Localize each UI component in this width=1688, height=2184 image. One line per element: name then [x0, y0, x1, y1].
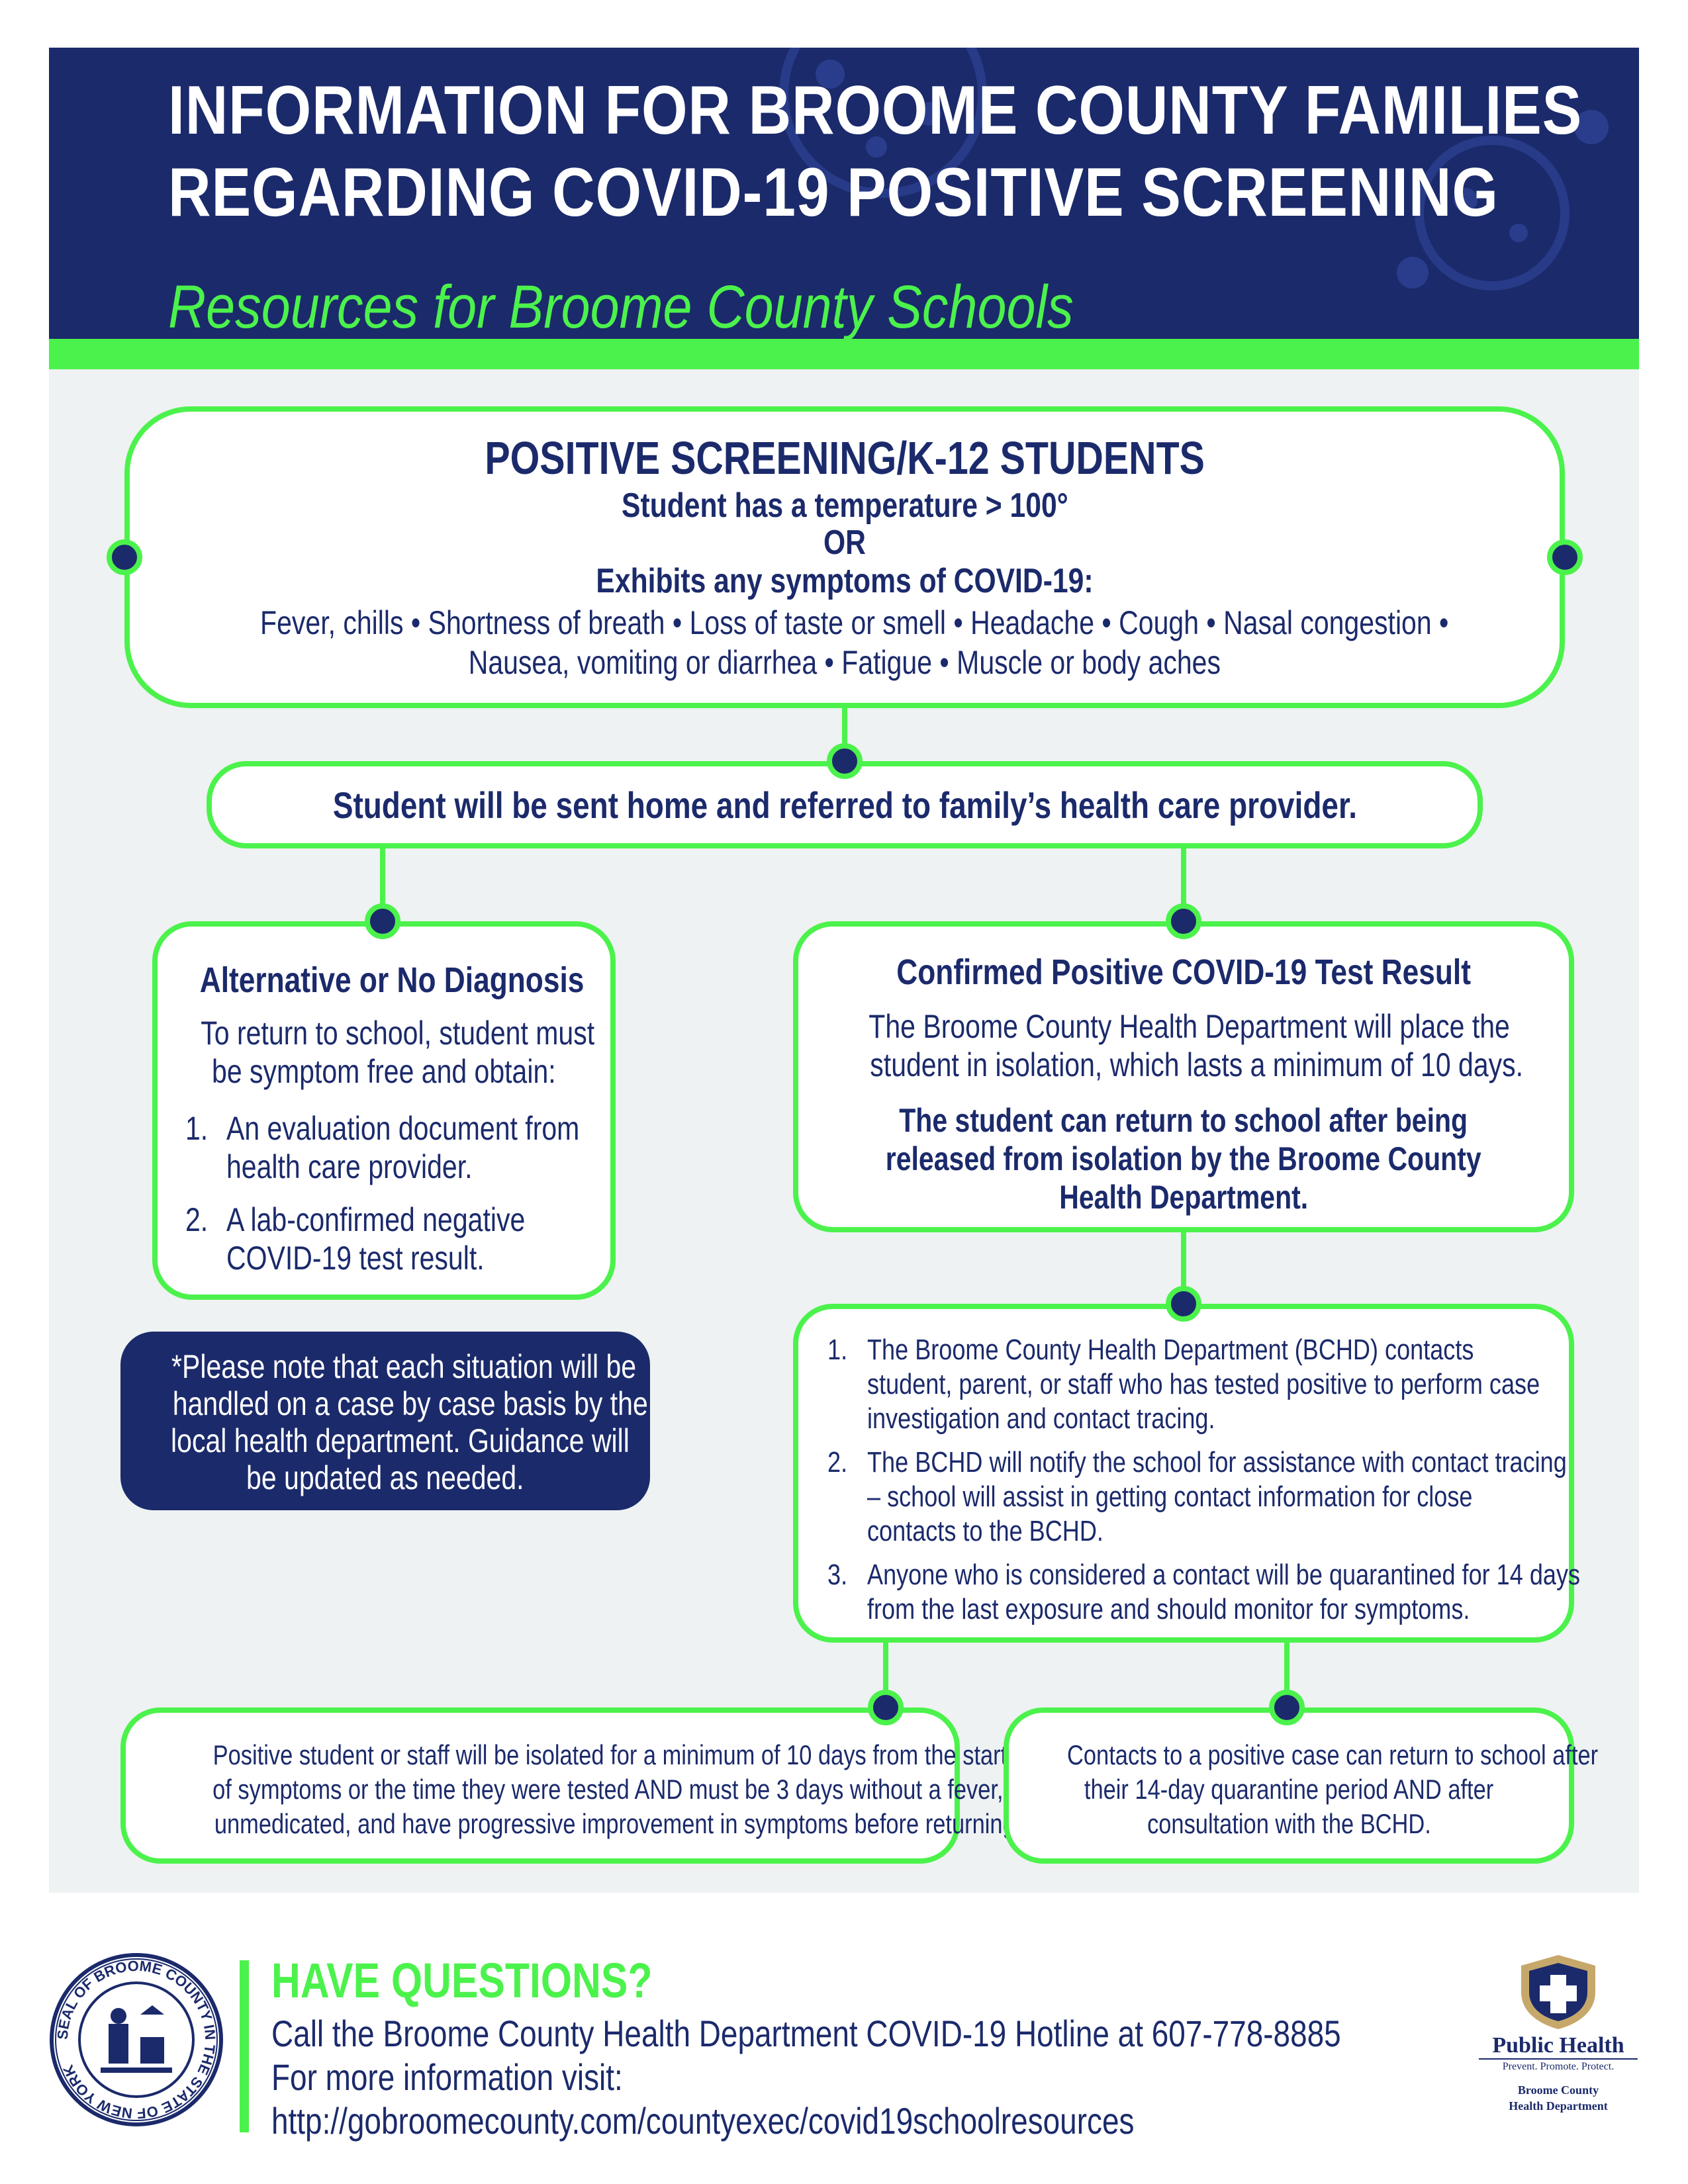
hotline-text: Call the Broome County Health Department… — [271, 2012, 1575, 2055]
page-title-line1: INFORMATION FOR BROOME COUNTY FAMILIES — [168, 72, 1583, 149]
alternative-title: Alternative or No Diagnosis — [199, 960, 585, 1000]
list-item: 2. — [185, 1201, 213, 1239]
list-item: 2. — [827, 1445, 852, 1480]
logo-divider — [1479, 2058, 1638, 2060]
connector-line — [883, 1628, 888, 1707]
confirmed-bold-line: Health Department. — [1059, 1179, 1308, 1216]
resources-link[interactable]: http://gobroomecounty.com/countyexec/cov… — [271, 2099, 1324, 2142]
logo-tagline: Prevent. Promote. Protect. — [1502, 2061, 1615, 2072]
list-item-line: health care provider. — [226, 1148, 473, 1185]
list-number: 2. — [185, 1201, 209, 1238]
public-health-logo: Public Health Prevent. Promote. Protect.… — [1479, 1951, 1638, 2123]
list-item-text: The BCHD will notify the school for assi… — [867, 1445, 1688, 1549]
more-info-text: For more information visit: — [271, 2056, 700, 2099]
connector-dot — [365, 903, 400, 939]
sent-home-text: Student will be sent home and referred t… — [332, 784, 1357, 826]
logo-dept-line2: Health Department — [1509, 2099, 1608, 2113]
confirmed-positive-box: Confirmed Positive COVID-19 Test Result … — [793, 921, 1574, 1232]
list-item-line: An evaluation document from — [226, 1110, 580, 1147]
list-item-line: – school will assist in getting contact … — [867, 1480, 1473, 1513]
connector-dot — [1166, 903, 1201, 939]
public-health-shield-icon — [1521, 1955, 1595, 2029]
isolation-line: Positive student or staff will be isolat… — [212, 1739, 1008, 1770]
confirmed-text-line: The Broome County Health Department will… — [868, 1008, 1510, 1045]
contacts-return-box: Contacts to a positive case can return t… — [1004, 1707, 1598, 1864]
more-info-line: For more information visit: — [271, 2056, 623, 2098]
connector-dot — [1166, 1286, 1201, 1322]
logo-title: Public Health — [1492, 2033, 1624, 2058]
isolation-line: unmedicated, and have progressive improv… — [214, 1808, 1022, 1839]
page-title-line2: REGARDING COVID-19 POSITIVE SCREENING — [168, 154, 1499, 231]
alternative-intro-line2: be symptom free and obtain: — [212, 1053, 556, 1090]
connector-dot — [868, 1690, 904, 1725]
list-item: 1. — [827, 1333, 852, 1367]
contacts-line: their 14-day quarantine period AND after — [1084, 1774, 1494, 1805]
list-number: 2. — [827, 1446, 848, 1479]
hotline-line: Call the Broome County Health Department… — [271, 2013, 1341, 2054]
symptoms-list-line1: Fever, chills • Shortness of breath • Lo… — [260, 604, 1449, 641]
list-item-text: The Broome County Health Department (BCH… — [867, 1333, 1687, 1436]
note-line: be updated as needed. — [246, 1459, 524, 1496]
confirmed-title: Confirmed Positive COVID-19 Test Result — [896, 952, 1471, 992]
connector-line — [1181, 1231, 1186, 1304]
have-questions-heading: HAVE QUESTIONS? — [271, 1952, 736, 2009]
confirmed-bold-line: released from isolation by the Broome Co… — [886, 1140, 1481, 1177]
list-item-line: A lab-confirmed negative — [226, 1201, 526, 1238]
list-number: 1. — [185, 1110, 209, 1147]
connector-dot — [1269, 1690, 1305, 1725]
note-line: handled on a case by case basis by the — [172, 1385, 648, 1422]
list-number: 3. — [827, 1559, 848, 1591]
list-item: 3. — [827, 1558, 852, 1592]
resources-url[interactable]: http://gobroomecounty.com/countyexec/cov… — [271, 2100, 1135, 2142]
connector-line — [1284, 1628, 1289, 1707]
alternative-intro-line1: To return to school, student must — [201, 1015, 595, 1052]
list-item-line: from the last exposure and should monito… — [867, 1593, 1470, 1625]
contacts-line: consultation with the BCHD. — [1147, 1808, 1431, 1839]
virus-decoration-icon — [779, 48, 1609, 291]
header-accent-stripe — [49, 339, 1639, 369]
confirmed-text-line: student in isolation, which lasts a mini… — [870, 1046, 1524, 1083]
have-questions-text: HAVE QUESTIONS? — [271, 1953, 653, 2008]
list-item-text: A lab-confirmed negative COVID-19 test r… — [226, 1201, 590, 1277]
note-line: *Please note that each situation will be — [171, 1348, 637, 1385]
connector-line — [380, 847, 385, 920]
connector-dot — [827, 743, 863, 779]
or-label: OR — [823, 523, 866, 562]
list-item-line: investigation and contact tracing. — [867, 1402, 1215, 1435]
logo-dept-line1: Broome County — [1517, 2083, 1599, 2097]
list-item-text: Anyone who is considered a contact will … — [867, 1558, 1688, 1627]
confirmed-bold-line: The student can return to school after b… — [899, 1102, 1468, 1139]
symptoms-criterion: Exhibits any symptoms of COVID-19: — [596, 562, 1094, 600]
list-number: 1. — [827, 1334, 848, 1366]
connector-dot — [107, 539, 142, 575]
footer-accent-bar — [240, 1960, 249, 2132]
county-seal-logo: SEAL OF BROOME COUNTY IN THE STATE OF NE… — [48, 1951, 225, 2128]
list-item-line: The Broome County Health Department (BCH… — [867, 1334, 1474, 1366]
symptoms-list-line2: Nausea, vomiting or diarrhea • Fatigue •… — [468, 644, 1221, 681]
county-seal-icon: SEAL OF BROOME COUNTY IN THE STATE OF NE… — [50, 1953, 223, 2126]
bchd-steps-box: 1. The Broome County Health Department (… — [793, 1304, 1580, 1643]
page-subtitle: Resources for Broome County Schools — [168, 273, 1074, 339]
note-box: *Please note that each situation will be… — [120, 1332, 650, 1510]
alternative-diagnosis-box: Alternative or No Diagnosis To return to… — [152, 921, 616, 1300]
screening-title: POSITIVE SCREENING/K-12 STUDENTS — [485, 432, 1205, 484]
list-item-line: COVID-19 test result. — [226, 1240, 485, 1277]
isolation-line: of symptoms or the time they were tested… — [212, 1774, 1004, 1805]
list-item-line: Anyone who is considered a contact will … — [867, 1559, 1581, 1591]
positive-screening-box: POSITIVE SCREENING/K-12 STUDENTS Student… — [124, 406, 1565, 708]
list-item-line: contacts to the BCHD. — [867, 1515, 1103, 1547]
connector-line — [1181, 847, 1186, 920]
connector-line — [842, 708, 847, 761]
note-line: local health department. Guidance will — [171, 1422, 630, 1459]
positive-isolation-box: Positive student or staff will be isolat… — [120, 1707, 1021, 1864]
temperature-criterion: Student has a temperature > 100° — [621, 486, 1068, 525]
list-item-line: The BCHD will notify the school for assi… — [867, 1446, 1567, 1479]
list-item-text: An evaluation document from health care … — [226, 1109, 657, 1186]
list-item-line: student, parent, or staff who has tested… — [867, 1368, 1540, 1400]
contacts-line: Contacts to a positive case can return t… — [1067, 1739, 1599, 1770]
header-banner: INFORMATION FOR BROOME COUNTY FAMILIES R… — [49, 48, 1639, 339]
list-item: 1. — [185, 1109, 213, 1148]
connector-dot — [1547, 539, 1583, 575]
